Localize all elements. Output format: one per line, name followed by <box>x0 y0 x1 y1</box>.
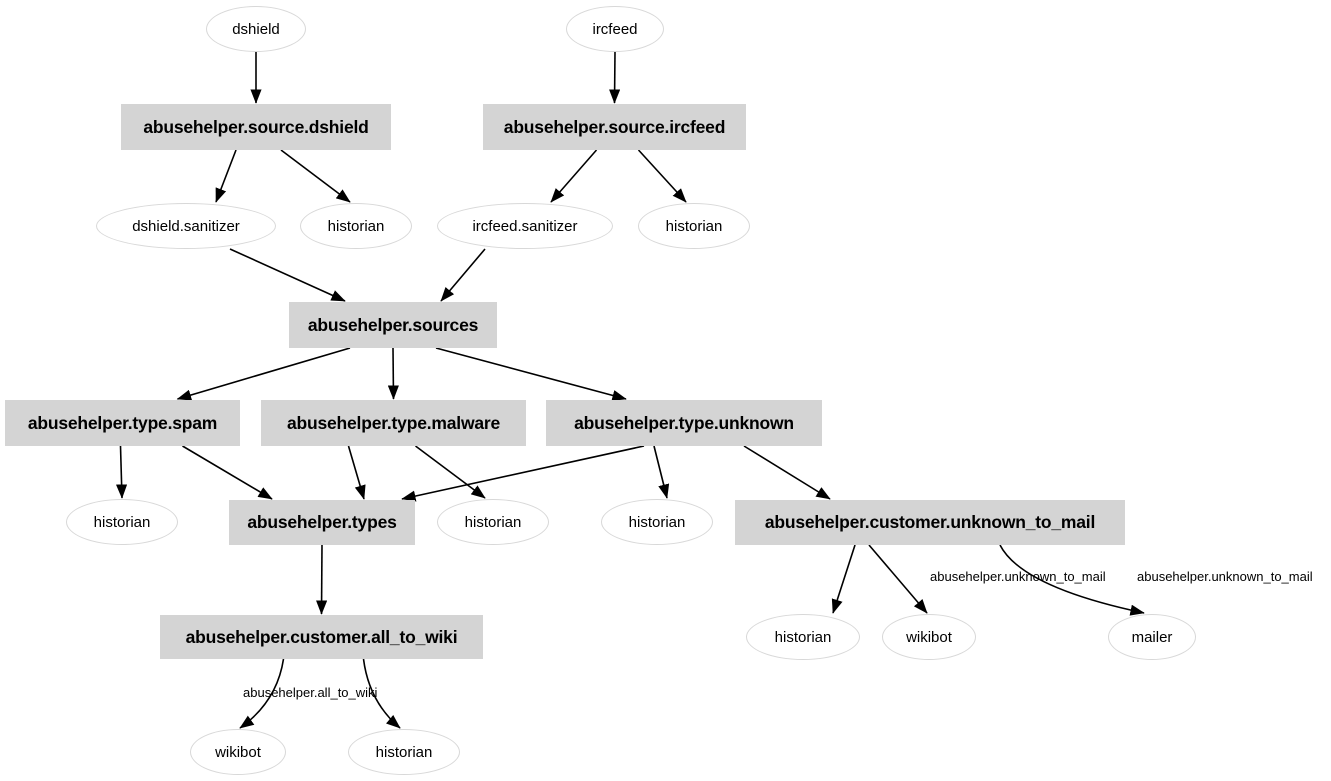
graph-node-hist_malware[interactable]: historian <box>437 499 549 545</box>
graph-node-hist_mail[interactable]: historian <box>746 614 860 660</box>
graph-node-label: abusehelper.source.dshield <box>143 116 369 137</box>
graph-edge-type_malware-to-types <box>347 445 366 500</box>
graph-edge-cust_unknown_mail-to-hist_mail <box>831 544 856 614</box>
graph-node-label: historian <box>327 217 385 235</box>
edge-label-lbl_unknown_to_mail_2: abusehelper.unknown_to_mail <box>1137 569 1313 584</box>
graph-node-label: abusehelper.type.unknown <box>574 412 794 433</box>
graph-node-sources[interactable]: abusehelper.sources <box>289 302 497 348</box>
graph-node-label: abusehelper.type.spam <box>27 412 218 433</box>
graph-edge-source_ircfeed-to-hist_ircfeed <box>637 149 687 203</box>
graph-node-ircfeed_sanitizer[interactable]: ircfeed.sanitizer <box>437 203 613 249</box>
graph-edge-sources-to-type_unknown <box>435 347 627 401</box>
graph-node-ircfeed[interactable]: ircfeed <box>566 6 664 52</box>
graph-edge-type_unknown-to-types <box>401 445 645 502</box>
graph-node-source_dshield[interactable]: abusehelper.source.dshield <box>121 104 391 150</box>
graph-node-hist_unknown[interactable]: historian <box>601 499 713 545</box>
graph-node-cust_all_wiki[interactable]: abusehelper.customer.all_to_wiki <box>160 615 483 659</box>
graph-node-hist_ircfeed[interactable]: historian <box>638 203 750 249</box>
graph-node-label: abusehelper.customer.all_to_wiki <box>185 626 458 647</box>
graph-edge-source_dshield-to-hist_dshield <box>280 149 351 203</box>
graph-node-hist_spam[interactable]: historian <box>66 499 178 545</box>
graph-edge-ircfeed_sanitizer-to-sources <box>440 248 486 302</box>
graph-node-type_malware[interactable]: abusehelper.type.malware <box>261 400 526 446</box>
graph-node-cust_unknown_mail[interactable]: abusehelper.customer.unknown_to_mail <box>735 500 1125 545</box>
graph-node-label: historian <box>375 743 433 761</box>
graph-node-label: abusehelper.customer.unknown_to_mail <box>764 512 1096 532</box>
graph-node-label: dshield.sanitizer <box>132 217 240 235</box>
graph-edge-type_unknown-to-cust_unknown_mail <box>743 445 831 500</box>
graph-node-label: abusehelper.source.ircfeed <box>503 116 726 137</box>
graph-edge-source_ircfeed-to-ircfeed_sanitizer <box>550 149 598 203</box>
graph-node-mailer[interactable]: mailer <box>1108 614 1196 660</box>
graph-node-label: ircfeed <box>592 20 638 38</box>
graph-node-label: historian <box>774 628 832 646</box>
graph-node-hist_dshield[interactable]: historian <box>300 203 412 249</box>
graph-node-label: dshield <box>232 20 280 38</box>
graph-node-source_ircfeed[interactable]: abusehelper.source.ircfeed <box>483 104 746 150</box>
graph-edge-type_malware-to-hist_malware <box>415 445 486 499</box>
graph-node-type_spam[interactable]: abusehelper.type.spam <box>5 400 240 446</box>
graph-node-label: abusehelper.types <box>247 512 397 532</box>
graph-edge-sources-to-type_spam <box>176 347 351 401</box>
edge-label-lbl_all_to_wiki: abusehelper.all_to_wiki <box>243 685 378 700</box>
graph-node-label: historian <box>628 513 686 531</box>
graph-edge-types-to-cust_all_wiki <box>315 544 328 615</box>
edge-label-lbl_unknown_to_mail_1: abusehelper.unknown_to_mail <box>930 569 1106 584</box>
graph-node-label: historian <box>665 217 723 235</box>
graph-node-label: historian <box>464 513 522 531</box>
graph-node-dshield_sanitizer[interactable]: dshield.sanitizer <box>96 203 276 249</box>
graph-edge-sources-to-type_malware <box>387 347 399 400</box>
graph-edge-ircfeed-to-source_ircfeed <box>609 51 621 104</box>
graph-edge-dshield_sanitizer-to-sources <box>229 248 346 302</box>
graph-node-hist_wiki[interactable]: historian <box>348 729 460 775</box>
graph-node-wikibot_mail[interactable]: wikibot <box>882 614 976 660</box>
graph-node-label: wikibot <box>215 743 261 761</box>
graph-edge-cust_unknown_mail-to-wikibot_mail <box>868 544 928 614</box>
graph-node-type_unknown[interactable]: abusehelper.type.unknown <box>546 400 822 446</box>
graph-edge-type_spam-to-types <box>182 445 273 500</box>
graph-edge-type_unknown-to-hist_unknown <box>653 445 670 499</box>
graph-edge-type_spam-to-hist_spam <box>116 445 128 499</box>
graph-node-label: mailer <box>1131 628 1173 646</box>
graph-node-label: historian <box>93 513 151 531</box>
graph-node-dshield[interactable]: dshield <box>206 6 306 52</box>
graph-node-label: wikibot <box>906 628 952 646</box>
graph-node-label: abusehelper.sources <box>307 314 479 335</box>
graph-node-types[interactable]: abusehelper.types <box>229 500 415 545</box>
graph-edge-source_dshield-to-dshield_sanitizer <box>215 149 237 203</box>
graph-node-label: abusehelper.type.malware <box>286 412 501 433</box>
graph-node-label: ircfeed.sanitizer <box>472 217 578 235</box>
graph-node-wikibot_wiki[interactable]: wikibot <box>190 729 286 775</box>
